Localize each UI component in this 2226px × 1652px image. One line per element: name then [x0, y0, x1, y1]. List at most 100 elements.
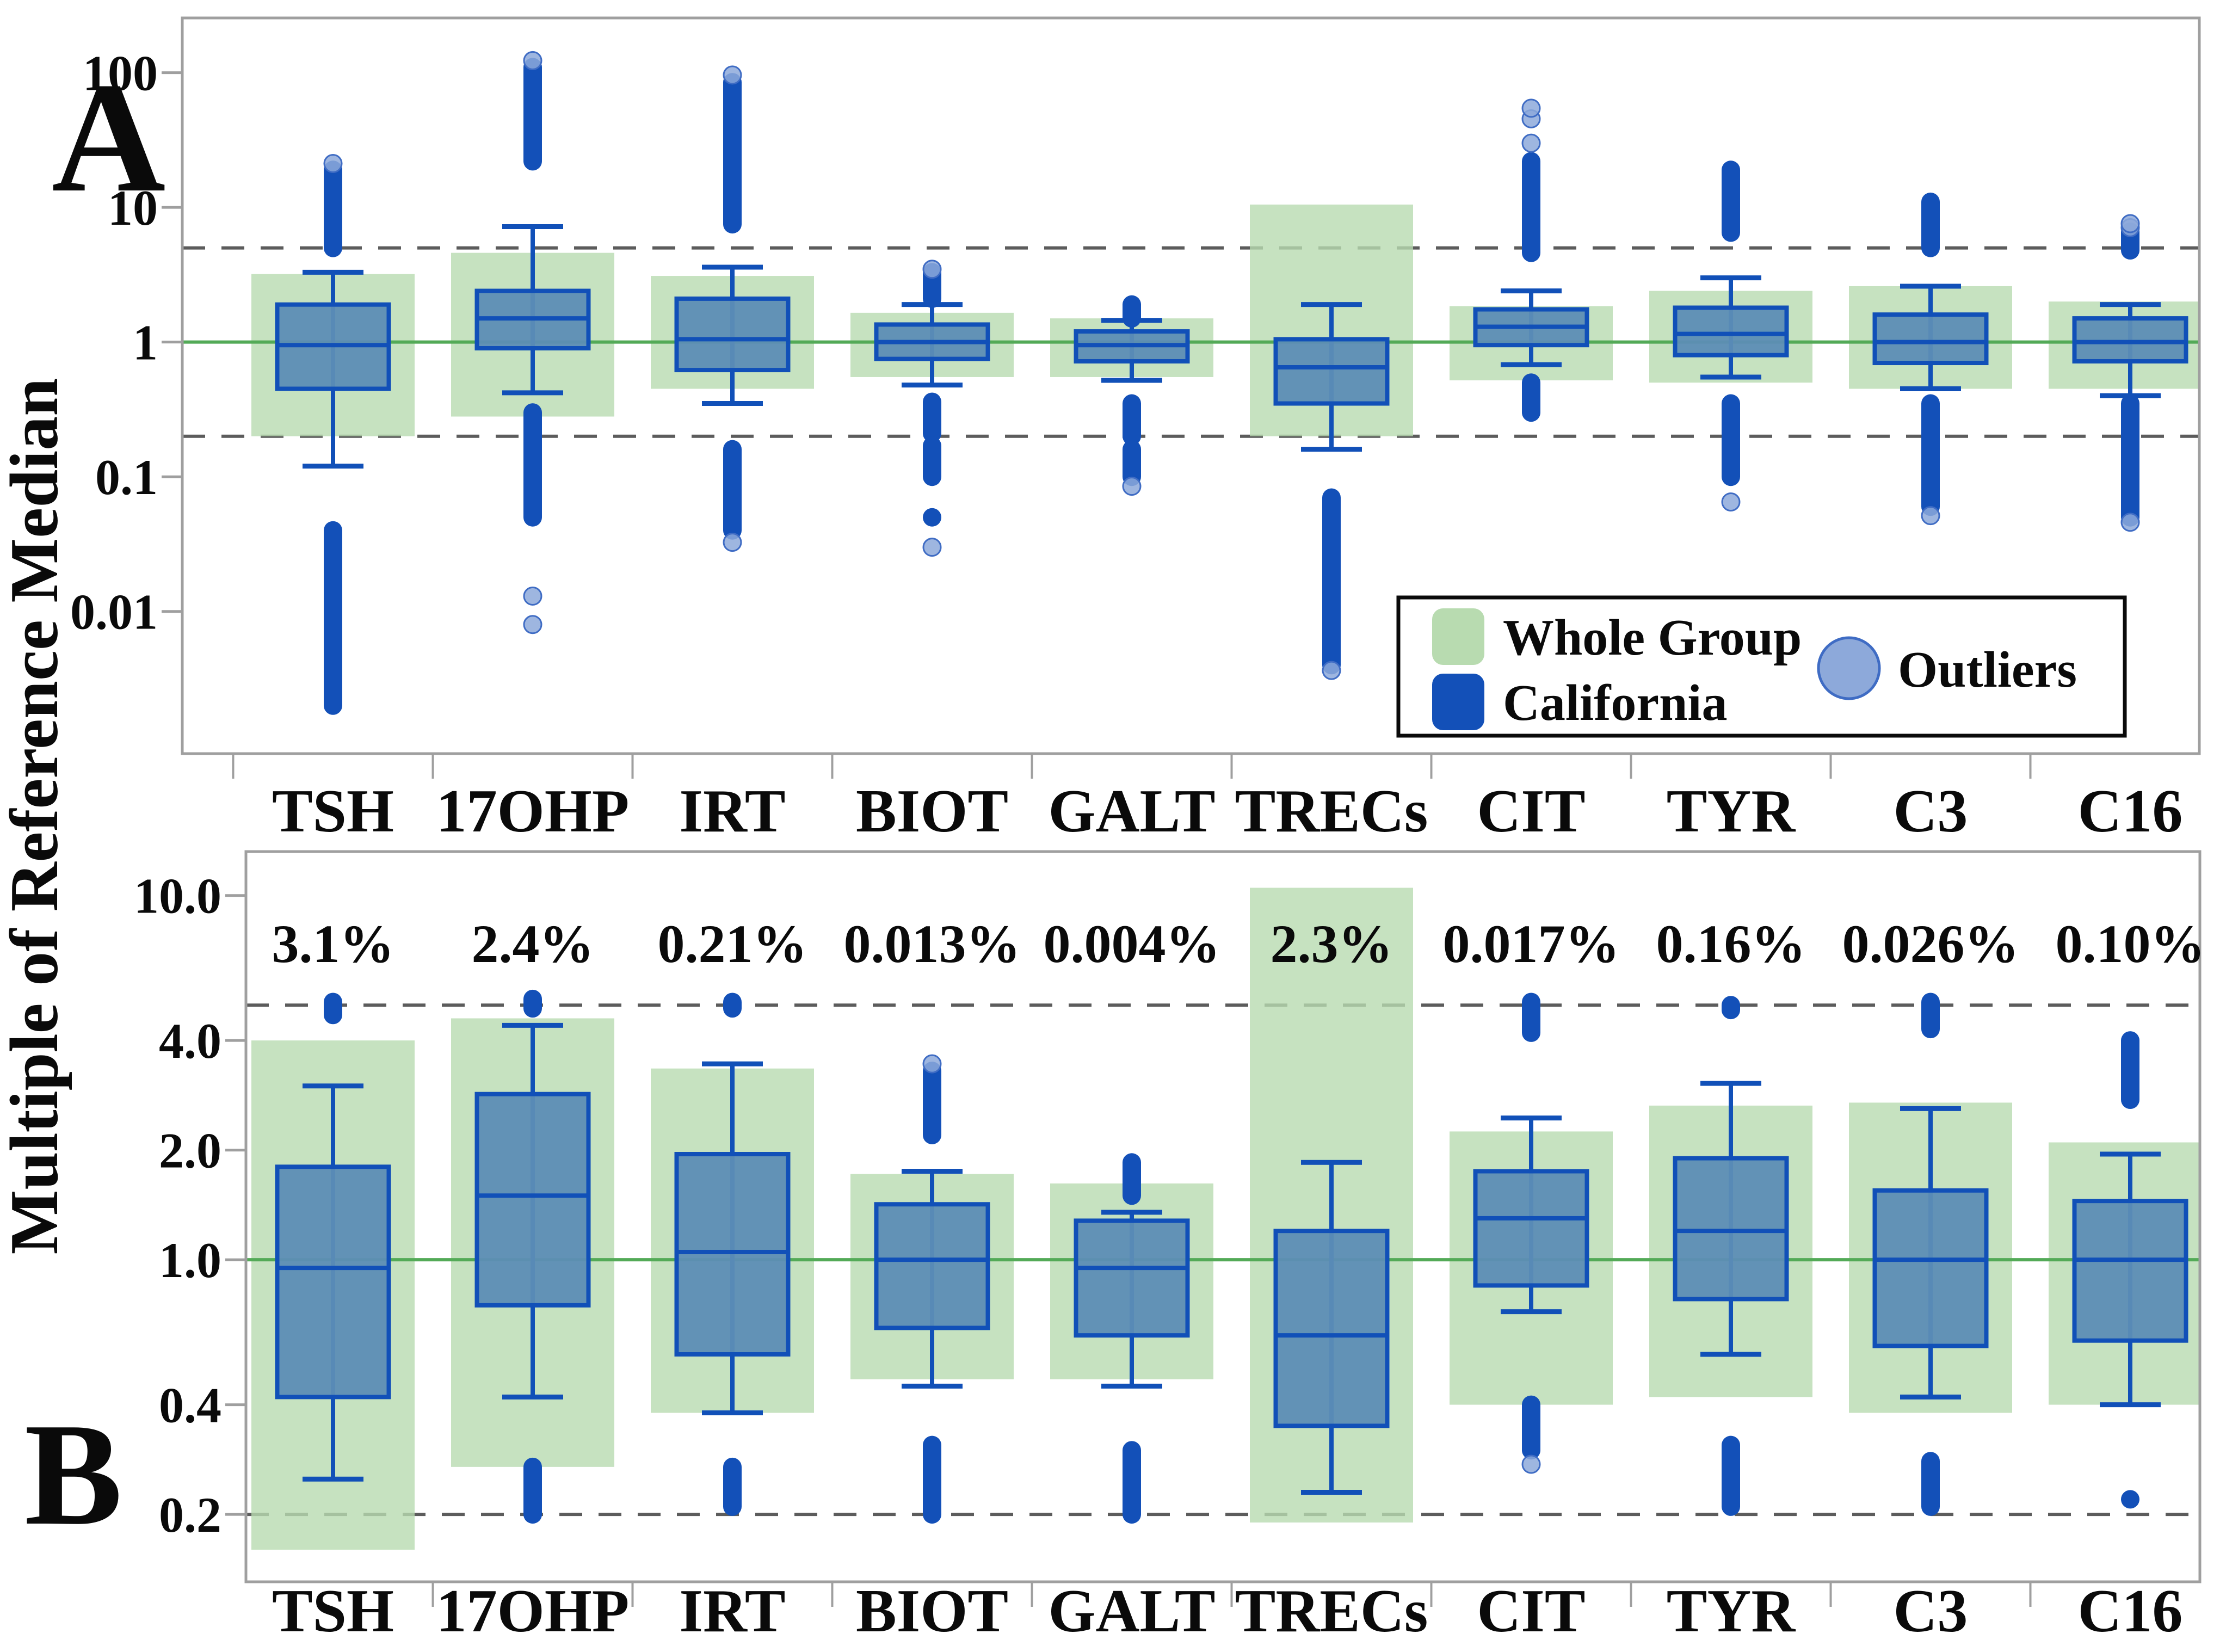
boxplot-TRECs: [1273, 302, 1390, 680]
boxplot-IRT: [674, 65, 791, 552]
iqr-box: [874, 1202, 990, 1330]
iqr-box: [2072, 1199, 2188, 1343]
outlier-column: [1322, 488, 1341, 675]
iqr-box: [1273, 337, 1390, 406]
panel-a-letter: A: [52, 50, 165, 225]
category-label-TSH: TSH: [272, 1577, 394, 1645]
california-swatch-icon: [1432, 674, 1484, 730]
y-axis-title: Multiple of Reference Median: [0, 378, 72, 1255]
outlier-column: [723, 1457, 742, 1516]
plot-area-b: [246, 887, 2200, 1550]
percent-label-TYR: 0.16%: [1656, 914, 1806, 974]
whole-group-swatch-icon: [1432, 608, 1484, 665]
outlier-column: [1123, 394, 1141, 446]
category-label-TYR: TYR: [1667, 1577, 1796, 1645]
iqr-box: [1473, 1169, 1589, 1288]
plot-area-a: [182, 51, 2199, 715]
y-axis-tick-label: 10: [108, 180, 158, 236]
legend-outliers-label: Outliers: [1898, 642, 2077, 698]
outlier-dot-faint: [1521, 98, 1541, 118]
outlier-dot-faint: [1721, 492, 1741, 512]
boxplot-C16: [2072, 1031, 2188, 1509]
boxplot-TYR: [1673, 996, 1789, 1516]
category-label-C16: C16: [2078, 1577, 2183, 1645]
boxplot-GALT: [1074, 295, 1190, 496]
outlier-column: [1722, 394, 1740, 486]
outlier-column: [923, 436, 941, 486]
percent-label-GALT: 0.004%: [1044, 914, 1220, 974]
outlier-column: [1123, 1441, 1141, 1524]
boxplot-GALT: [1074, 1153, 1190, 1524]
outlier-dot-faint: [1921, 506, 1940, 526]
y-axis-tick-label: 1: [133, 315, 158, 371]
percent-label-BIOT: 0.013%: [844, 914, 1021, 974]
outlier-dot-faint: [523, 615, 542, 634]
boxplot-TYR: [1673, 161, 1789, 512]
panel-b-letter: B: [24, 1393, 122, 1556]
percent-label-17OHP: 2.4%: [472, 914, 594, 974]
iqr-box: [1673, 1156, 1789, 1302]
outlier-column: [1921, 192, 1940, 257]
outlier-column: [324, 161, 342, 257]
category-label-GALT: GALT: [1048, 778, 1215, 845]
outlier-column: [324, 993, 342, 1025]
boxplot-17OHP: [474, 989, 591, 1524]
outlier-column: [523, 1457, 542, 1524]
category-label-C3: C3: [1894, 1577, 1968, 1645]
y-axis-tick-label: 4.0: [159, 1013, 221, 1069]
outlier-column: [1123, 1153, 1141, 1205]
outlier-dot-faint: [922, 1054, 942, 1074]
boxplot-CIT: [1473, 993, 1589, 1474]
boxplot-C3: [1872, 993, 1989, 1516]
category-label-CIT: CIT: [1477, 1577, 1585, 1645]
category-label-TSH: TSH: [272, 778, 394, 845]
outlier-column: [1123, 295, 1141, 328]
iqr-box: [474, 1092, 591, 1308]
percent-label-IRT: 0.21%: [658, 914, 807, 974]
outlier-column: [1522, 152, 1540, 262]
y-axis-tick-label: 0.1: [95, 449, 158, 505]
outlier-column: [523, 403, 542, 527]
outlier-column: [1522, 1395, 1540, 1460]
outlier-column: [1921, 1452, 1940, 1516]
outlier-column: [923, 392, 941, 443]
outlier-dot: [923, 508, 941, 527]
iqr-box: [1872, 312, 1989, 366]
category-label-C3: C3: [1894, 778, 1968, 845]
category-label-TRECs: TRECs: [1235, 1577, 1428, 1645]
outlier-column: [2121, 394, 2139, 527]
y-axis-tick-label: 0.4: [159, 1378, 221, 1433]
boxplot-CIT: [1473, 98, 1589, 422]
iqr-box: [674, 1152, 791, 1357]
category-label-TRECs: TRECs: [1235, 778, 1428, 845]
outlier-dot-faint: [723, 533, 742, 552]
outlier-dot-faint: [2120, 214, 2140, 233]
outlier-column: [723, 440, 742, 540]
category-label-BIOT: BIOT: [856, 1577, 1008, 1645]
outlier-dot-faint: [523, 587, 542, 606]
outlier-dot-faint: [1521, 1454, 1541, 1474]
outlier-column: [1921, 394, 1940, 516]
iqr-box: [1872, 1188, 1989, 1348]
percent-label-TSH: 3.1%: [272, 914, 394, 974]
outlier-column: [723, 993, 742, 1018]
iqr-box: [1074, 1218, 1190, 1338]
percent-label-CIT: 0.017%: [1443, 914, 1620, 974]
outlier-column: [2121, 1031, 2139, 1109]
iqr-box: [275, 1164, 391, 1400]
y-axis-tick-label: 0.2: [159, 1487, 221, 1543]
outlier-column: [523, 989, 542, 1018]
outlier-column: [1722, 161, 1740, 242]
outlier-column: [1123, 440, 1141, 486]
outlier-dot: [2121, 1490, 2139, 1509]
percent-label-C16: 0.10%: [2056, 914, 2205, 974]
iqr-box: [1673, 305, 1789, 357]
outliers-circle-icon: [1817, 636, 1881, 700]
category-label-17OHP: 17OHP: [436, 778, 630, 845]
panel-border: [181, 16, 2201, 755]
percent-label-C3: 0.026%: [1842, 914, 2019, 974]
y-axis-tick-label: 10.0: [134, 868, 221, 924]
